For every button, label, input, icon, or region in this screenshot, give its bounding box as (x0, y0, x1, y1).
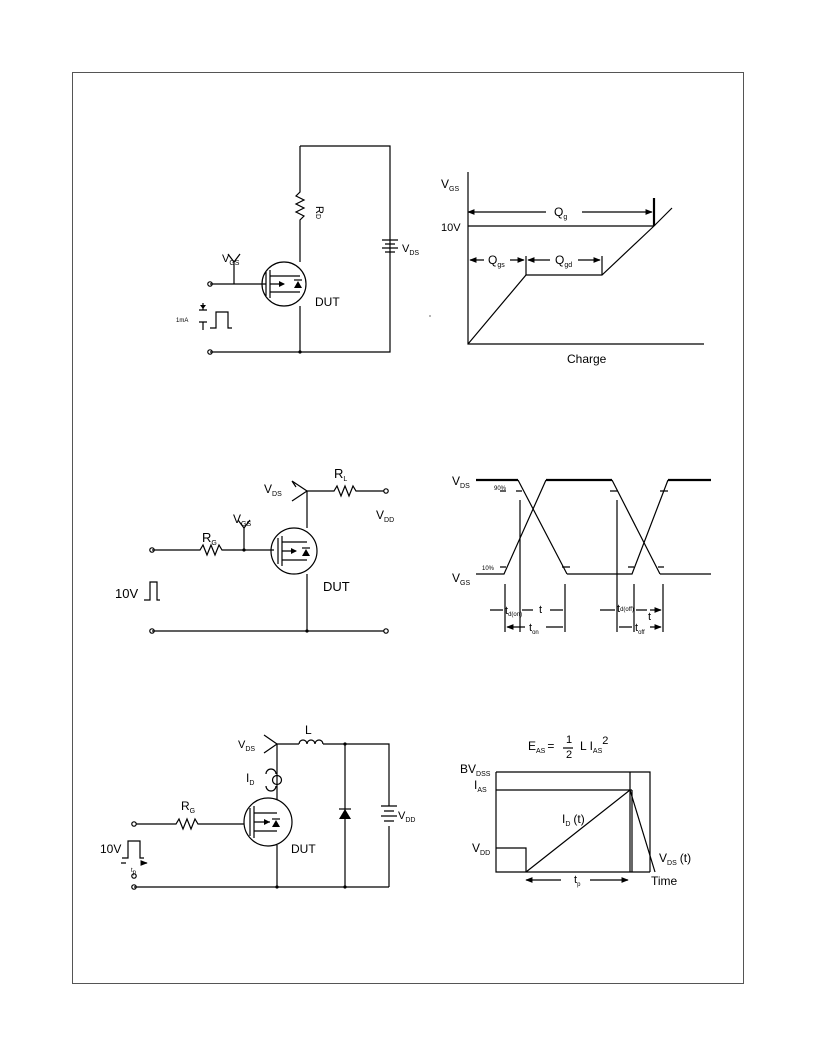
tdon-label: td(on) (505, 605, 522, 618)
tp-label: tp (574, 874, 581, 888)
switching-circuit: VDS RL VDD RG VGS 10V DUT (115, 466, 394, 634)
vds-label: VDS (264, 482, 282, 498)
p90-label: 90% (494, 486, 507, 492)
tp-label: tp (131, 868, 137, 876)
vgs-probe-symbol (237, 519, 251, 529)
dut-label: DUT (323, 579, 350, 594)
vdd-battery-symbol (381, 805, 397, 822)
v10-label: 10V (115, 586, 138, 601)
vgs-probe-symbol (227, 253, 241, 263)
time-axis-label: Time (651, 874, 678, 888)
eq-numerator: 1 (566, 734, 572, 746)
diode-symbol (339, 808, 351, 819)
rd-label: RD (313, 206, 325, 219)
dut-label: DUT (291, 842, 316, 856)
qg-label: Qg (554, 205, 567, 221)
mosfet-symbol (270, 527, 318, 575)
current-source-symbol (199, 303, 232, 330)
qgd-label: Qgd (555, 253, 572, 269)
gate-charge-waveform: VGS 10V Qg Qgs Qgd Charge (441, 172, 704, 366)
p10-label: 10% (482, 566, 495, 572)
rg-label: RG (181, 799, 195, 815)
current-probe-symbol (265, 768, 283, 792)
vdd-label: VDD (472, 841, 490, 857)
toff-label: toff (635, 622, 645, 636)
vgs-label: VGS (452, 571, 470, 587)
eas-equation: EAS= (528, 739, 554, 755)
pulse-symbol (121, 840, 147, 879)
tf-label: t (648, 611, 651, 623)
eq-denominator: 2 (566, 749, 572, 761)
switching-waveforms: VDS VGS 90% 10% td(on) t ton td(off) t t… (452, 474, 711, 636)
current-label: 1mA (176, 318, 188, 324)
inductor-symbol (298, 739, 324, 745)
vds-probe-symbol (263, 734, 278, 754)
pulse-symbol (144, 581, 160, 601)
vds-label: VDS (238, 739, 255, 753)
page-frame (72, 72, 744, 984)
vgs-axis-label: VGS (441, 177, 459, 193)
vgs-label: VGS (222, 253, 240, 267)
stray-mark (429, 315, 431, 317)
eq-l-ias: L IAS2 (580, 735, 608, 755)
tdoff-label: td(off) (617, 603, 634, 615)
vds-probe-symbol (291, 480, 308, 502)
vds-label: VDS (452, 474, 470, 490)
qgs-label: Qgs (488, 253, 505, 269)
vds-label: VDS (402, 243, 419, 257)
ton-label: ton (529, 622, 539, 636)
vdd-label: VDD (376, 508, 394, 524)
gate-charge-circuit: VGS RD VDS 1mA DUT (176, 145, 419, 355)
v10-label: 10V (441, 222, 461, 234)
rl-label: RL (334, 466, 347, 483)
vds-battery-symbol (382, 239, 398, 253)
idt-label: ID(t) (562, 812, 585, 828)
tr-label: t (539, 604, 542, 616)
vdst-label: VDS(t) (659, 851, 691, 867)
dut-label: DUT (315, 295, 340, 309)
vdd-label: VDD (398, 810, 415, 824)
id-label: ID (246, 771, 254, 787)
mosfet-symbol (243, 797, 293, 847)
charge-axis-label: Charge (567, 352, 607, 366)
vgs-label: VGS (233, 512, 251, 528)
avalanche-circuit: VDS L ID RG VDD DUT 10V tp (100, 723, 415, 890)
ias-label: IAS (474, 778, 487, 794)
inductor-label: L (305, 723, 312, 737)
mosfet-symbol (261, 261, 307, 307)
bvdss-label: BVDSS (460, 762, 491, 778)
avalanche-waveform: EAS= 1 2 L IAS2 BVDSS IAS VDD ID(t) VDS(… (460, 734, 691, 888)
rg-label: RG (202, 530, 217, 547)
v10-label: 10V (100, 842, 121, 856)
